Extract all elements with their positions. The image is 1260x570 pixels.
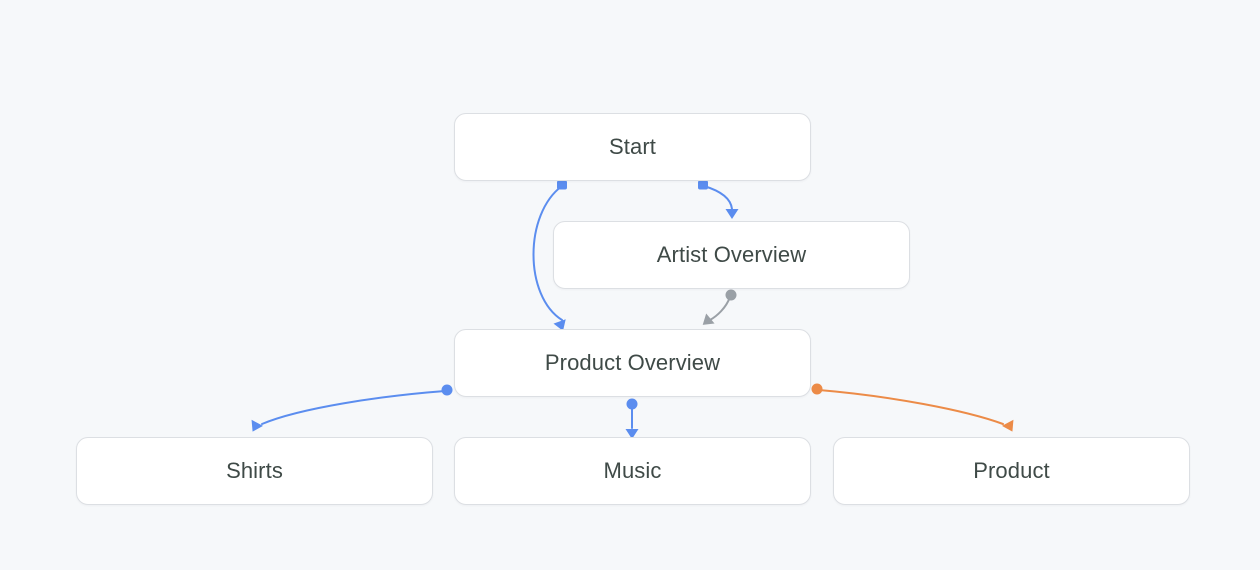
edge-product-overview-to-shirts xyxy=(251,384,453,432)
node-label: Product xyxy=(973,458,1050,483)
edge-source-handle[interactable] xyxy=(725,289,737,301)
edge-product-overview-to-product xyxy=(811,383,1014,432)
node-shirts[interactable]: Shirts xyxy=(76,437,433,505)
node-label: Music xyxy=(603,458,662,483)
node-label: Product Overview xyxy=(544,350,721,375)
edge-start-to-artist-overview xyxy=(698,180,739,219)
node-label: Start xyxy=(609,134,656,159)
edge-source-handle[interactable] xyxy=(811,383,823,395)
node-product[interactable]: Product xyxy=(833,437,1190,505)
edge-arrowhead xyxy=(702,313,715,325)
edge-product-overview-to-music xyxy=(625,398,639,439)
edge-source-handle[interactable] xyxy=(626,398,638,410)
node-label: Artist Overview xyxy=(656,242,807,267)
edge-source-handle[interactable] xyxy=(557,180,567,190)
edge-artist-overview-to-product-overview xyxy=(702,289,737,325)
edge-arrowhead xyxy=(1001,419,1014,432)
node-start[interactable]: Start xyxy=(454,113,811,181)
node-music[interactable]: Music xyxy=(454,437,811,505)
edge-path xyxy=(261,390,446,425)
edge-source-handle[interactable] xyxy=(441,384,453,396)
edge-path xyxy=(818,389,1004,425)
edge-path xyxy=(703,185,733,210)
node-artist-overview[interactable]: Artist Overview xyxy=(553,221,910,289)
node-label: Shirts xyxy=(226,458,283,483)
edge-source-handle[interactable] xyxy=(698,180,708,190)
edge-arrowhead xyxy=(725,209,739,219)
edge-path xyxy=(709,296,731,321)
node-product-overview[interactable]: Product Overview xyxy=(454,329,811,397)
edge-arrowhead xyxy=(251,419,264,432)
